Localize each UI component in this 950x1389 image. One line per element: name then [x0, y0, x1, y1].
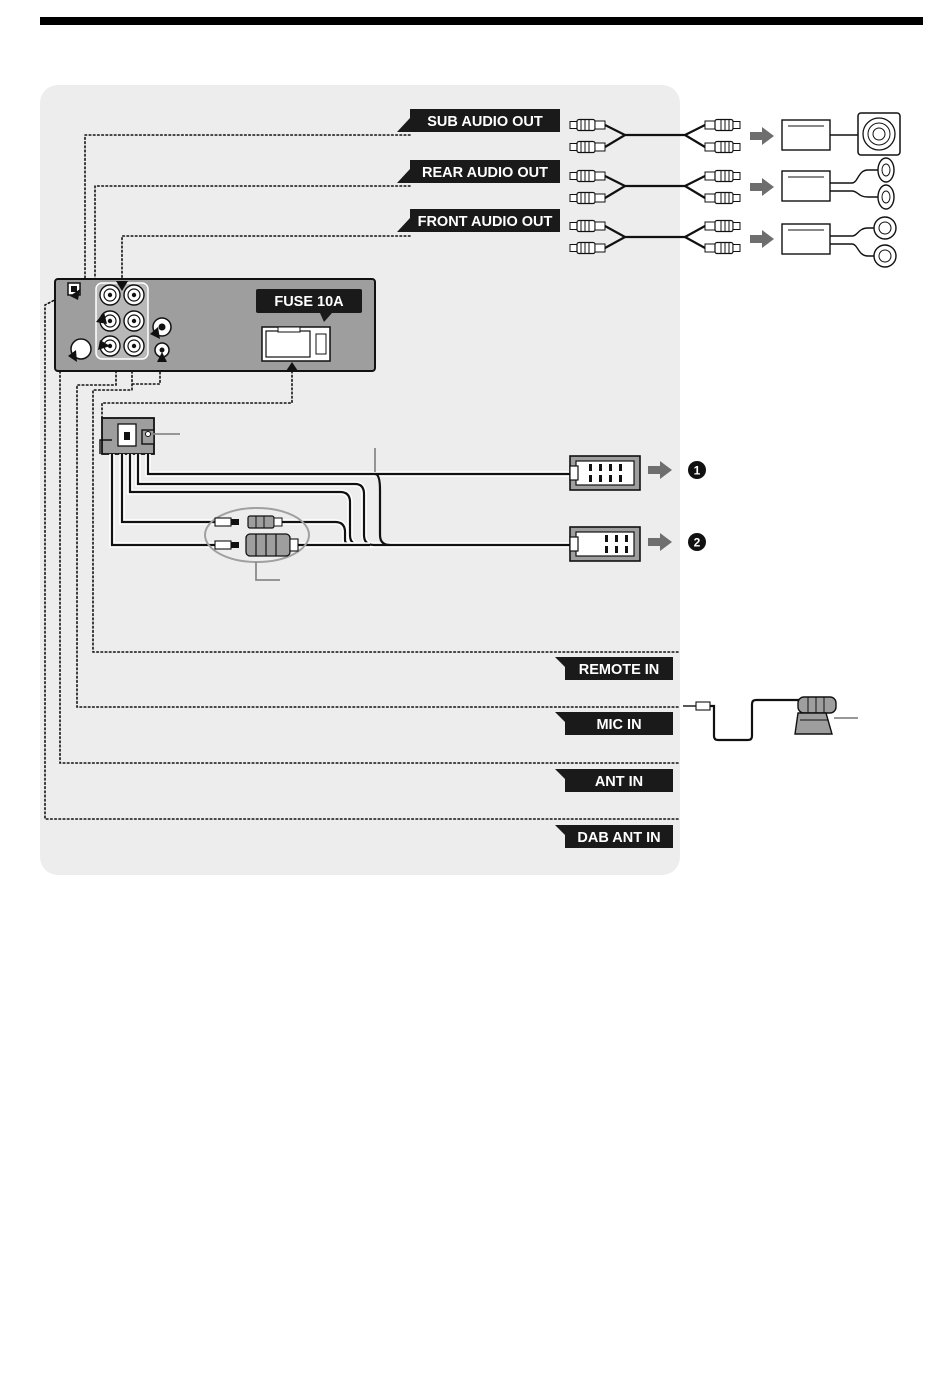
rear-amplifier — [782, 171, 830, 201]
arrow-rear-to-amp — [750, 178, 774, 196]
arrow-front-to-amp — [750, 230, 774, 248]
subwoofer — [830, 113, 900, 155]
ant-in-label: ANT IN — [595, 774, 643, 790]
power-harness — [100, 418, 570, 545]
remote-in-label: REMOTE IN — [579, 662, 660, 678]
rca-cable-front — [570, 221, 740, 254]
front-audio-jack-r — [124, 285, 144, 305]
mic-in-label: MIC IN — [596, 717, 641, 733]
fuse-plugs — [205, 508, 309, 580]
marker-1-text: 1 — [694, 464, 701, 478]
rear-audio-jack-r — [124, 311, 144, 331]
front-audio-out-label: FRONT AUDIO OUT — [418, 214, 553, 230]
front-amplifier — [782, 224, 830, 254]
sub-audio-out-label: SUB AUDIO OUT — [427, 114, 543, 130]
arrow-connector-2 — [648, 533, 672, 551]
microphone — [683, 697, 858, 740]
front-audio-jack-l — [100, 285, 120, 305]
marker-2-text: 2 — [694, 536, 701, 550]
connector-2 — [570, 527, 640, 561]
subwoofer-amplifier — [782, 120, 830, 150]
connector-1 — [570, 456, 640, 490]
sub-audio-jack-r — [124, 336, 144, 356]
rca-cable-sub — [570, 120, 740, 153]
marker-1: 1 — [688, 461, 706, 479]
arrow-connector-1 — [648, 461, 672, 479]
rear-speakers — [830, 158, 894, 209]
dab-ant-in-label: DAB ANT IN — [577, 830, 660, 846]
marker-2: 2 — [688, 533, 706, 551]
rear-audio-out-label: REAR AUDIO OUT — [422, 165, 548, 181]
rca-cable-rear — [570, 171, 740, 204]
front-speakers — [830, 217, 896, 267]
output-tags: SUB AUDIO OUT REAR AUDIO OUT FRONT AUDIO… — [397, 109, 560, 232]
arrow-sub-to-amp — [750, 127, 774, 145]
fuse-text: FUSE 10A — [274, 294, 344, 310]
